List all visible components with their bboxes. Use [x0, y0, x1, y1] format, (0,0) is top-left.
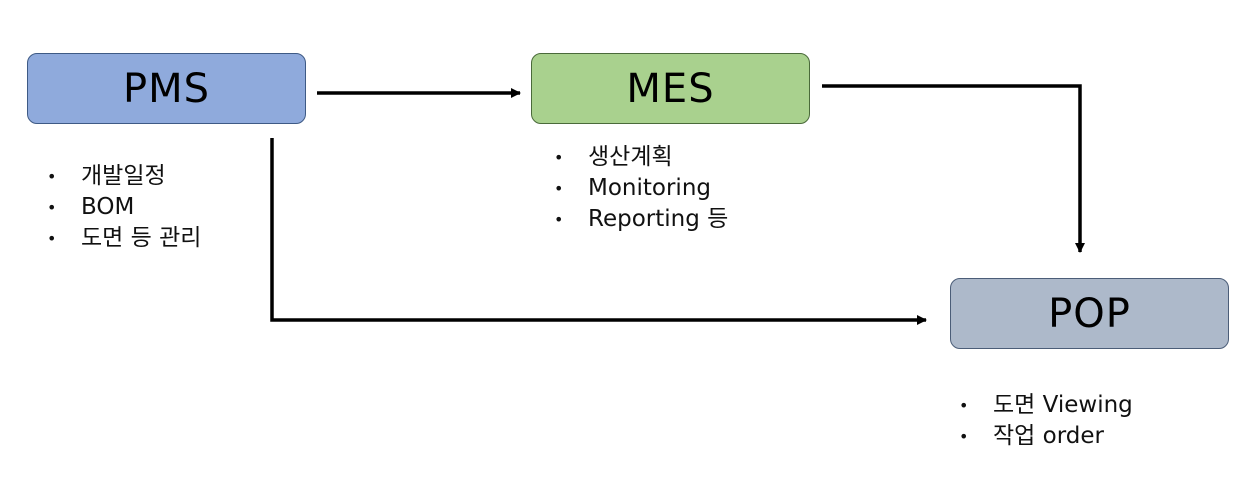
list-item: 작업 order — [959, 421, 1133, 452]
pop-node-label: POP — [1048, 290, 1131, 337]
list-item: Reporting 등 — [554, 204, 728, 235]
list-item: 생산계획 — [554, 142, 728, 173]
list-item: 도면 Viewing — [959, 390, 1133, 421]
pms-node-label: PMS — [122, 65, 211, 112]
arrow-mes-to-pop — [822, 84, 1085, 253]
pms-node: PMS — [27, 53, 306, 124]
list-item: 개발일정 — [47, 161, 201, 192]
pop-feature-list: 도면 Viewing 작업 order — [959, 390, 1133, 452]
list-item: 도면 등 관리 — [47, 223, 201, 254]
mes-feature-list: 생산계획 Monitoring Reporting 등 — [554, 142, 728, 235]
list-item: BOM — [47, 192, 201, 223]
pop-node: POP — [950, 278, 1229, 349]
arrow-pms-to-pop — [270, 138, 927, 325]
mes-node-label: MES — [626, 65, 715, 112]
pms-feature-list: 개발일정 BOM 도면 등 관리 — [47, 161, 201, 254]
list-item: Monitoring — [554, 173, 728, 204]
mes-node: MES — [531, 53, 810, 124]
